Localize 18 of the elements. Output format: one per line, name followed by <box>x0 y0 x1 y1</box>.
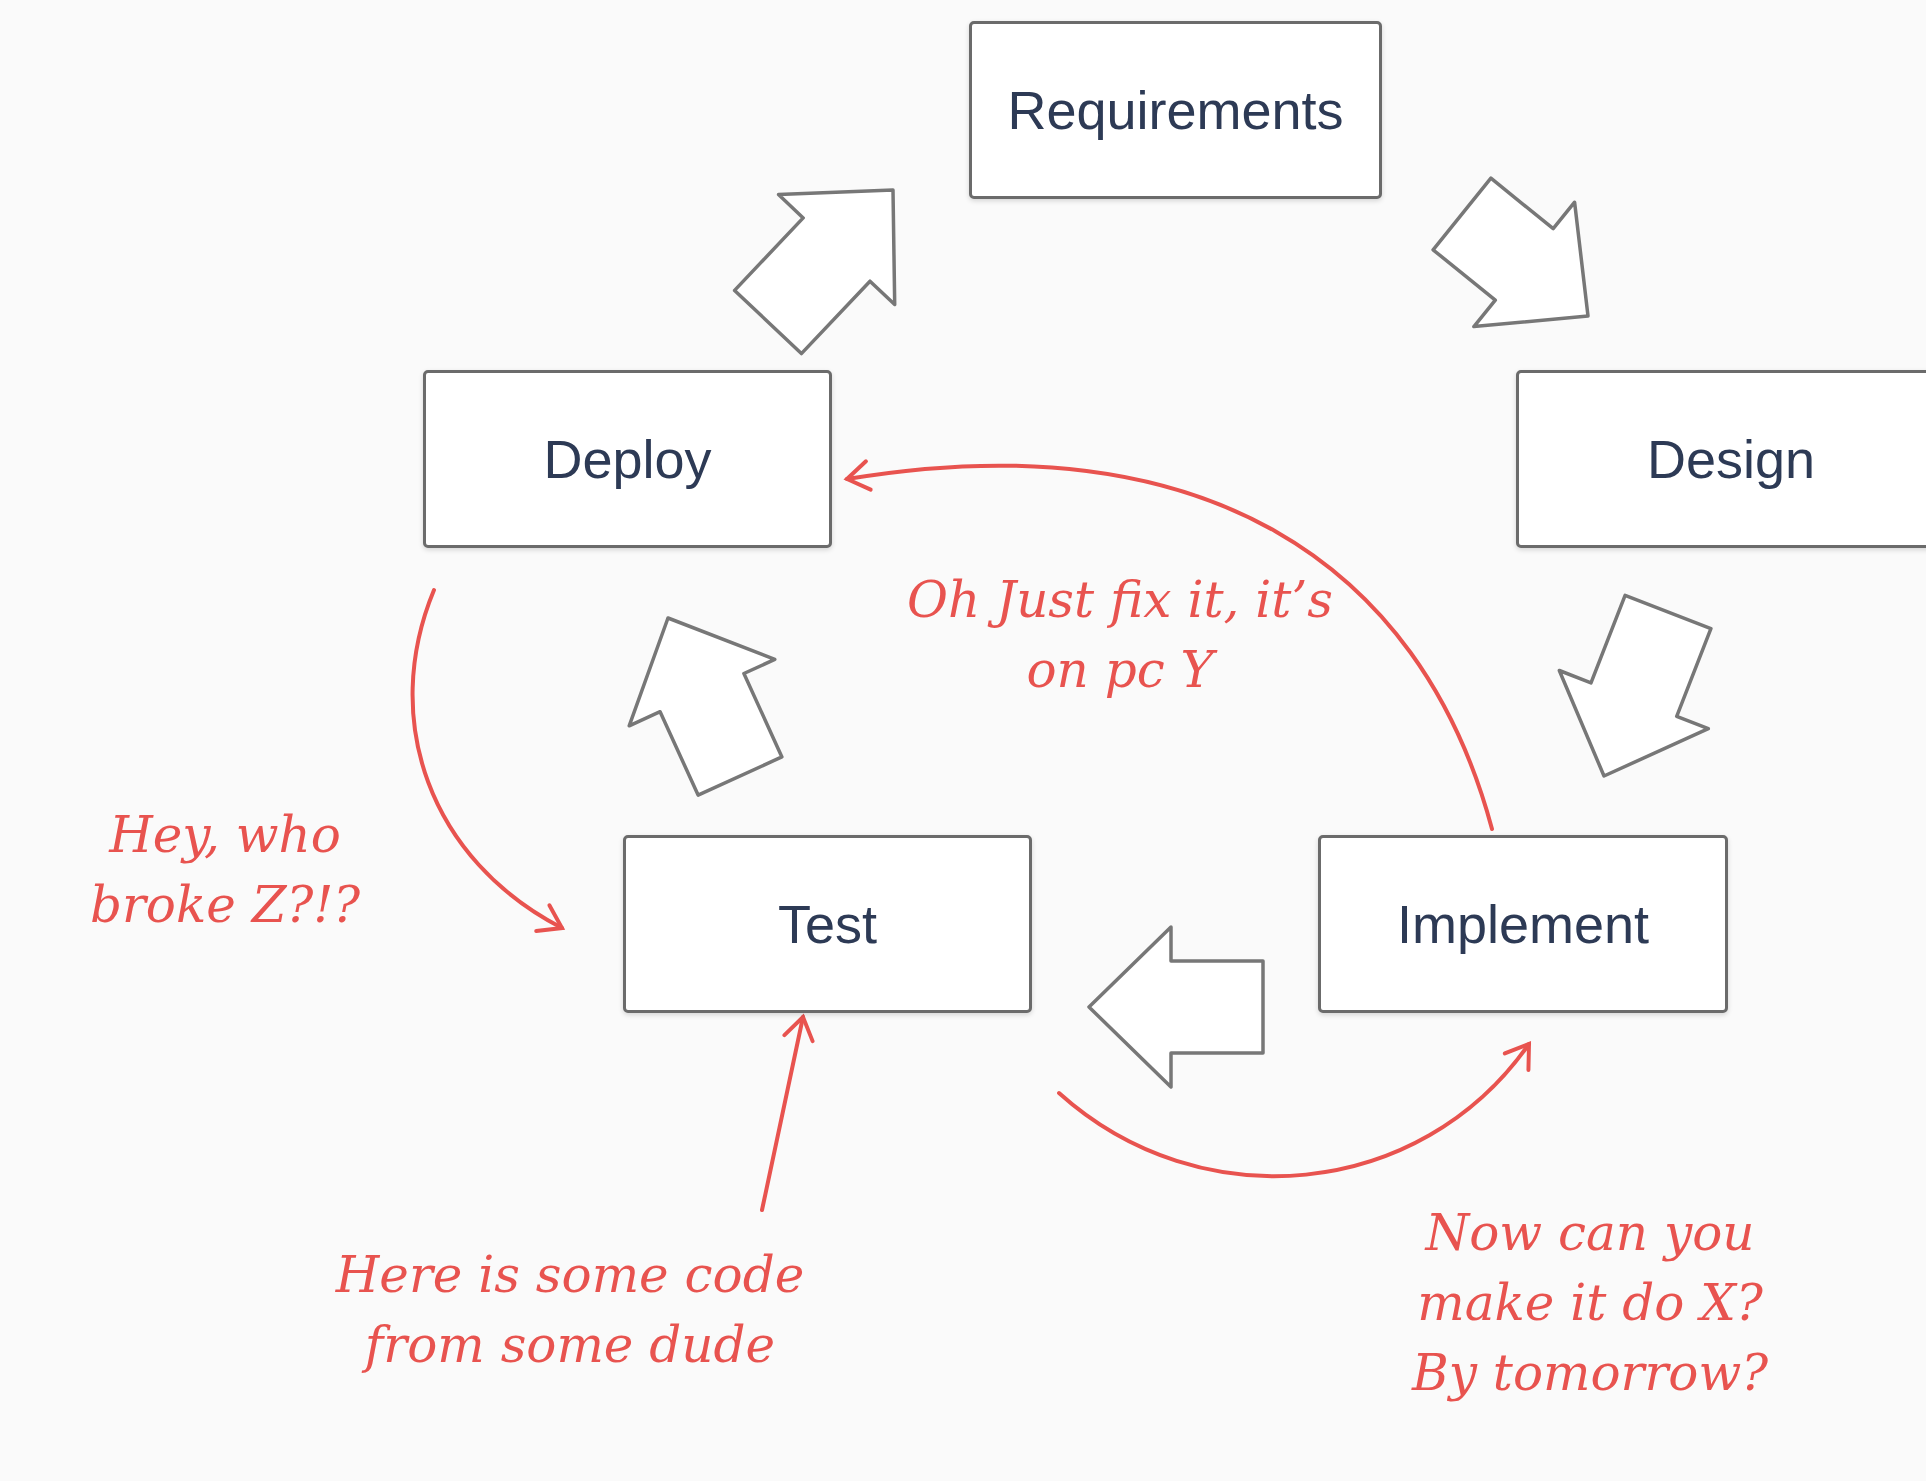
process-box: Implement <box>1318 835 1728 1013</box>
process-box: Design <box>1516 370 1926 548</box>
process-box: Test <box>623 835 1032 1013</box>
block-arrow <box>1431 176 1590 329</box>
process-box: Deploy <box>423 370 832 548</box>
edge-label: Oh Just fix it, it’s on pc Y <box>906 570 1334 701</box>
arrow <box>845 460 1494 831</box>
block-arrow <box>627 616 784 797</box>
block-arrow <box>1087 925 1265 1089</box>
arrow <box>1057 1042 1531 1178</box>
block-arrow <box>732 188 897 356</box>
edge-label: Now can you make it do X? By tomorrow? <box>1410 1203 1770 1404</box>
process-box: Requirements <box>969 21 1382 199</box>
block-arrow <box>1557 593 1713 778</box>
edge-label: Hey, who broke Z?!? <box>88 805 362 936</box>
arrow <box>410 588 564 932</box>
arrow <box>760 1015 815 1212</box>
edge-label: Here is some code from some dude <box>334 1245 806 1376</box>
